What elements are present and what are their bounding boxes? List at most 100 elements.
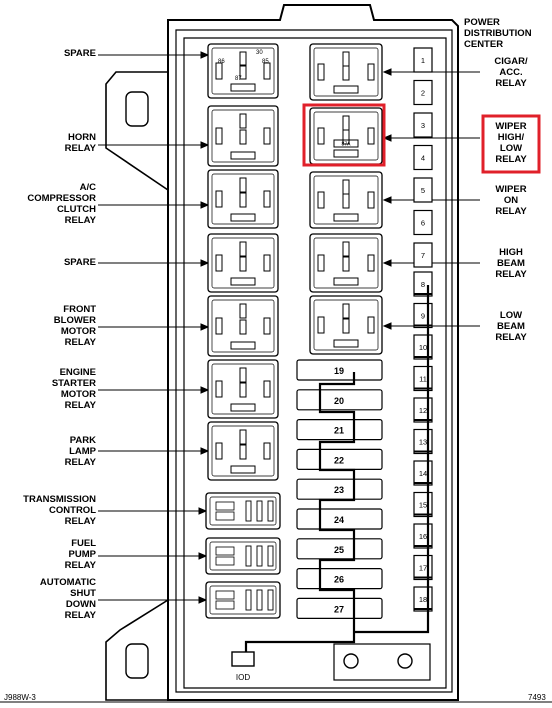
label-line: RELAY [64, 215, 96, 226]
label-line: BEAM [497, 258, 525, 269]
label-line: ENGINE [59, 367, 96, 378]
small-fuse-number: 15 [419, 501, 427, 510]
small-fuse-number: 1 [421, 56, 425, 65]
title-line-3: CENTER [464, 39, 504, 50]
label-line: PARK [69, 435, 96, 446]
small-fuse-slot: 15 [413, 491, 433, 518]
large-fuse-number: 25 [334, 545, 344, 555]
bus-bar-traces [244, 285, 430, 652]
label-line: LOW [499, 310, 523, 321]
small-fuse-slot: 18 [413, 586, 433, 612]
small-fuse-number: 14 [419, 469, 427, 478]
leader-lines [98, 51, 480, 604]
small-fuse-number: 5 [421, 186, 425, 195]
label-line: FUEL [71, 538, 96, 549]
label-line: LOW [499, 143, 523, 154]
large-fuse-number: 19 [334, 366, 344, 376]
small-fuse-number: 8 [421, 280, 425, 289]
relay-front-blower [207, 295, 279, 357]
label-line: MOTOR [60, 389, 96, 400]
arrowhead [200, 51, 210, 59]
label-line: ON [503, 195, 519, 206]
label-line: SHUT [70, 588, 96, 599]
wiper-high-low-highlight [302, 103, 386, 167]
label-line: HIGH [499, 247, 523, 258]
large-fuse-number: 23 [334, 485, 344, 495]
small-fuse-slot: 1 [413, 47, 433, 73]
small-fuse-slot: 6 [413, 209, 433, 236]
large-fuse-number: 26 [334, 575, 344, 585]
relay-park-lamp [207, 421, 279, 481]
large-fuse-slot: 20 [296, 389, 383, 411]
arrowhead [198, 596, 208, 604]
small-fuse-slot: 11 [413, 365, 433, 392]
label-line: WIPER [495, 121, 527, 132]
title-line-2: DISTRIBUTION [464, 28, 532, 39]
small-fuse-slot: 5 [413, 177, 433, 203]
small-fuse-number: 16 [419, 532, 427, 541]
label-line: RELAY [64, 560, 96, 571]
large-fuse-slot: 26 [296, 567, 383, 590]
pin-label-85: 85 [262, 59, 269, 65]
large-fuse-slot: 27 [296, 597, 383, 620]
label-line: MOTOR [60, 326, 96, 337]
pin-label-86: 86 [218, 59, 225, 65]
title-line-1: POWER [464, 17, 500, 28]
small-fuse-slot: 2 [413, 79, 433, 106]
label-line: STARTER [51, 378, 96, 389]
label-line: SPARE [63, 48, 96, 59]
label-line: SPARE [63, 257, 96, 268]
relay-high-beam [309, 233, 383, 293]
arrowhead [200, 201, 210, 209]
relay-ac-compressor [207, 169, 279, 229]
small-fuse-number: 17 [419, 564, 427, 573]
arrowhead [382, 322, 392, 330]
small-fuse-slot: 9 [413, 302, 433, 329]
small-fuse-number: 7 [421, 251, 425, 260]
pdc-housing [0, 4, 552, 703]
relay-wiper-high-low: 87A [309, 107, 383, 165]
large-fuse-slot: 23 [296, 478, 383, 500]
label-line: DOWN [65, 599, 96, 610]
small-fuse-number: 11 [419, 375, 427, 384]
label-line: RELAY [64, 337, 96, 348]
arrowhead [382, 134, 392, 142]
label-line: RELAY [495, 332, 527, 343]
large-fuse-number: 22 [334, 455, 344, 465]
small-fuse-number: 6 [421, 219, 425, 228]
small-fuse-number: 9 [421, 312, 425, 321]
right-label: CIGAR/ACC.RELAY [480, 56, 542, 89]
large-fuse-number: 24 [334, 515, 344, 525]
label-line: COMPRESSOR [27, 193, 96, 204]
arrowhead [198, 552, 208, 560]
label-line: ACC. [499, 67, 523, 78]
large-fuse-number: 21 [334, 426, 344, 436]
large-fuse-number: 20 [334, 396, 344, 406]
label-line: RELAY [495, 78, 527, 89]
large-fuse-slot: 19 [296, 359, 383, 381]
label-line: CIGAR/ [494, 56, 528, 67]
small-fuse-slot: 12 [413, 397, 433, 423]
label-line: CLUTCH [56, 204, 96, 215]
label-line: A/C [79, 182, 96, 193]
arrowhead [200, 447, 210, 455]
arrowhead [382, 196, 392, 204]
large-fuse-slot: 25 [296, 538, 383, 560]
arrowhead [200, 141, 210, 149]
label-line: RELAY [64, 143, 96, 154]
label-line: RELAY [64, 400, 96, 411]
label-line: CONTROL [49, 505, 96, 516]
large-fuse-slot: 22 [296, 448, 383, 470]
label-line: WIPER [495, 184, 527, 195]
label-line: BLOWER [53, 315, 96, 326]
small-fuse-number: 3 [421, 121, 425, 130]
